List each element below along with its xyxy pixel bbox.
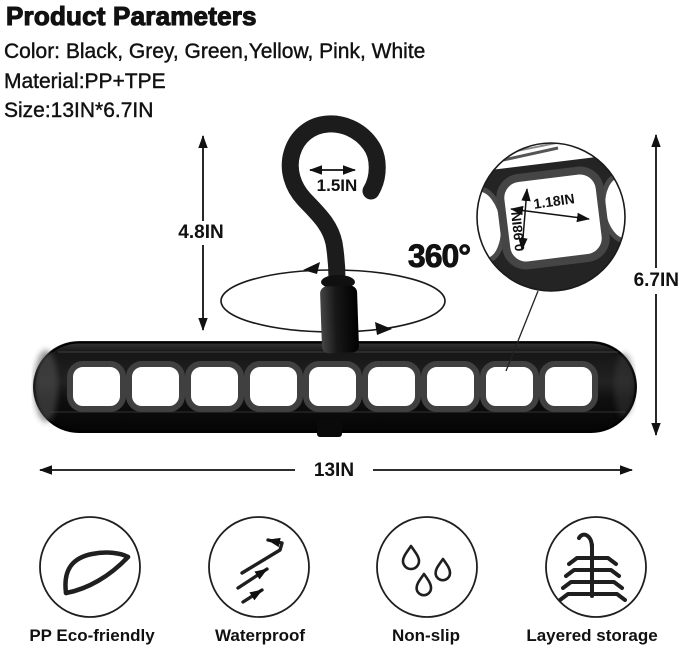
page-title: Product Parameters xyxy=(5,0,257,31)
slot-height-arrow xyxy=(518,188,531,251)
spec-size: Size:13IN*6.7IN xyxy=(4,99,154,122)
feature-label-non-slip: Non-slip xyxy=(392,626,460,645)
waterproof-icon xyxy=(236,537,284,604)
spec-color: Color: Black, Grey, Green,Yellow, Pink, … xyxy=(4,40,426,63)
hanger-hook xyxy=(281,115,386,354)
feature-label-waterproof: Waterproof xyxy=(214,626,306,645)
magnifier-leader-line xyxy=(505,290,539,372)
hanger-width-label: 13IN xyxy=(295,459,373,483)
eco-circle xyxy=(39,516,141,618)
droplets-icon xyxy=(401,544,452,597)
layered-circle xyxy=(545,516,647,618)
feature-label-layered: Layered storage xyxy=(526,626,658,645)
hook-opening-label: 1.5IN xyxy=(316,176,358,195)
center-tab xyxy=(317,420,342,437)
waterproof-circle xyxy=(208,516,310,618)
hook-height-label: 4.8IN xyxy=(176,221,226,245)
hook-clamp xyxy=(320,285,359,354)
hanger-height-label: 6.7IN xyxy=(628,268,679,294)
hook-collar xyxy=(321,275,355,289)
hanger-slots xyxy=(67,361,598,412)
feature-label-eco: PP Eco-friendly xyxy=(29,626,155,645)
rotation-label: 360° xyxy=(407,238,472,275)
feature-icons xyxy=(39,516,647,618)
layered-storage-icon xyxy=(558,532,627,602)
spec-material: Material:PP+TPE xyxy=(4,70,166,93)
slot-magnifier xyxy=(476,142,626,292)
non-slip-circle xyxy=(376,516,478,618)
leaf-icon xyxy=(63,550,131,596)
